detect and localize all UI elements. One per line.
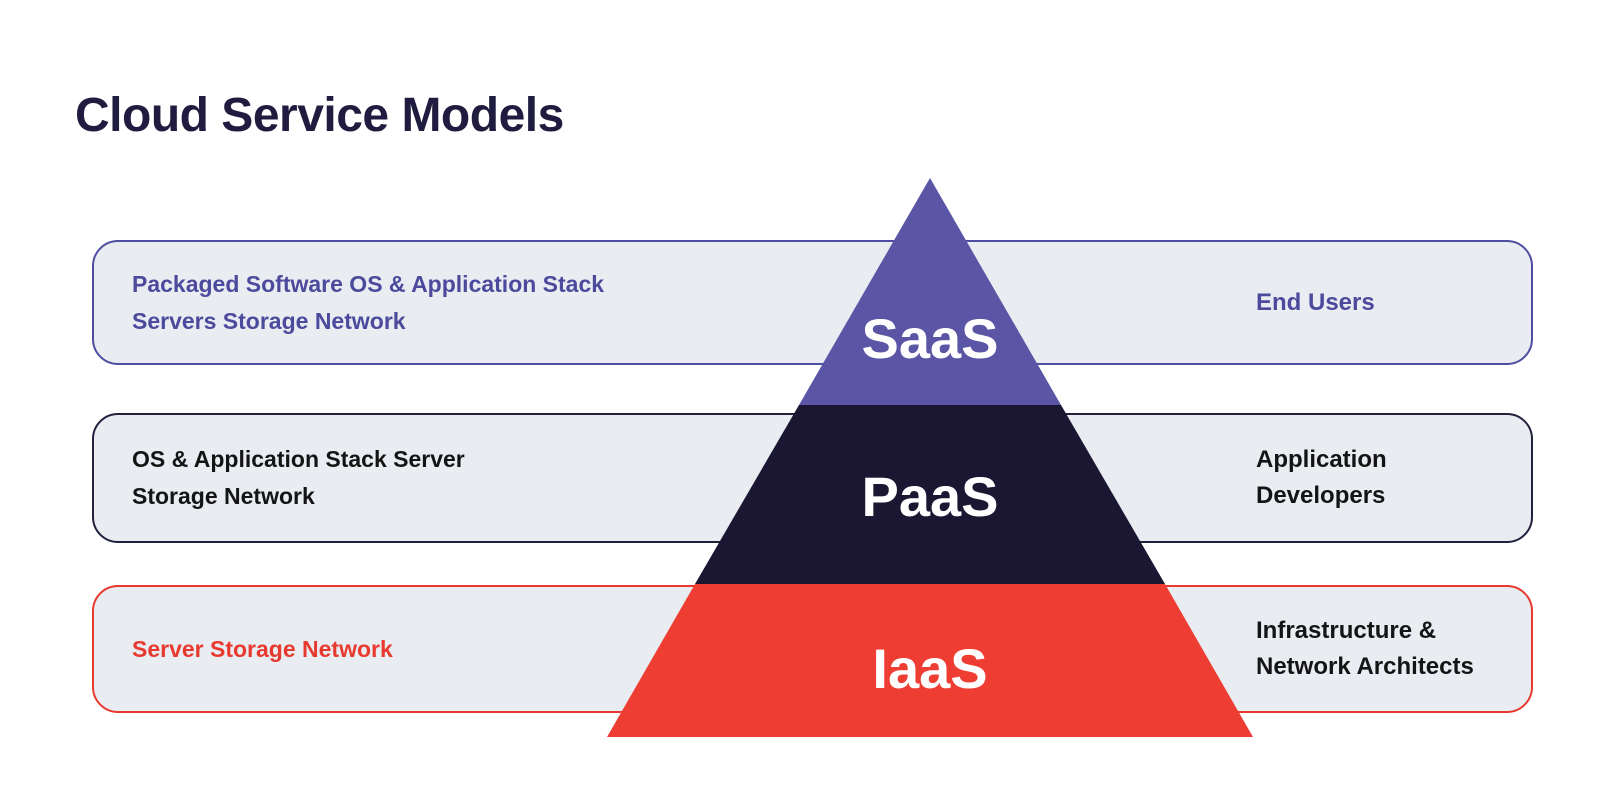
paas-components-line1: OS & Application Stack Server [132,446,465,472]
iaas-label: IaaS [872,637,988,700]
saas-components-line1: Packaged Software OS & Application Stack [132,270,605,297]
saas-components-line2: Servers Storage Network [132,307,406,334]
paas-audience-line1: Application [1256,446,1387,473]
paas-audience-line2: Developers [1256,482,1386,509]
iaas-components-text: Server Storage Network [132,587,752,711]
saas-audience-text: End Users [1256,242,1516,363]
iaas-audience-line1: Infrastructure & [1256,617,1437,644]
iaas-components-line1: Server Storage Network [132,635,393,662]
saas-audience-line1: End Users [1256,288,1375,316]
saas-row-band: Packaged Software OS & Application Stack… [92,240,1533,365]
saas-components-text: Packaged Software OS & Application Stack… [132,242,752,363]
iaas-audience-line2: Network Architects [1256,653,1474,680]
page-title: Cloud Service Models [75,89,564,142]
saas-label: SaaS [861,307,999,370]
paas-components-line2: Storage Network [132,483,315,509]
paas-label: PaaS [861,465,999,528]
iaas-row-band: Server Storage Network Infrastructure & N… [92,585,1533,713]
iaas-audience-text: Infrastructure & Network Architects [1256,587,1516,711]
